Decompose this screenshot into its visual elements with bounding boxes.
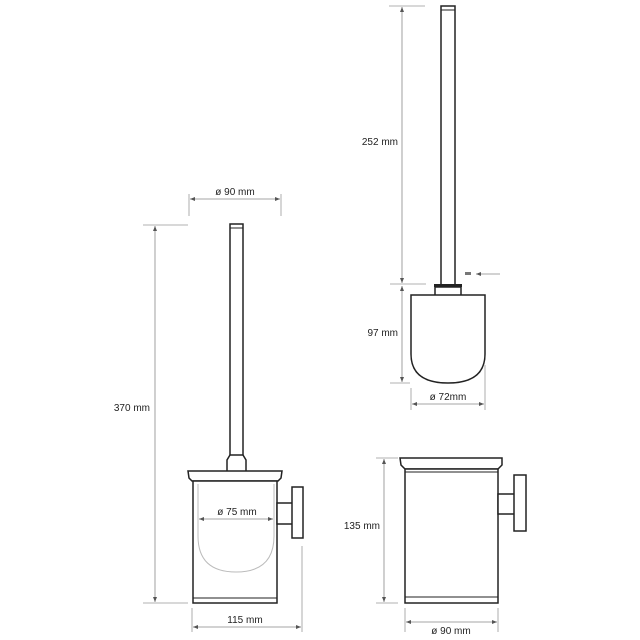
wall-bracket bbox=[513, 474, 527, 532]
label-handle-length: 252 mm bbox=[362, 137, 398, 148]
brush-view: 252 mm 97 mm ø 72mm bbox=[362, 5, 500, 410]
label-head-height: 97 mm bbox=[367, 328, 398, 339]
label-inner-diameter: ø 75 mm bbox=[217, 507, 256, 518]
container bbox=[404, 468, 499, 604]
brush-handle bbox=[440, 5, 456, 287]
brush-head bbox=[410, 294, 486, 384]
label-depth: 115 mm bbox=[227, 615, 262, 626]
assembled-view: ø 90 mm 370 mm ø 75 mm 115 mm bbox=[114, 187, 304, 632]
container bbox=[192, 480, 278, 604]
lid bbox=[399, 457, 503, 470]
brush-marker bbox=[465, 272, 471, 275]
label-total-height: 370 mm bbox=[114, 403, 150, 414]
label-container-diameter: ø 90 mm bbox=[431, 626, 470, 637]
label-top-diameter: ø 90 mm bbox=[215, 187, 254, 198]
container-view: 135 mm ø 90 mm bbox=[344, 457, 527, 637]
lid bbox=[187, 470, 283, 482]
label-container-height: 135 mm bbox=[344, 521, 380, 532]
wall-bracket bbox=[291, 486, 304, 539]
label-head-diameter: ø 72mm bbox=[430, 392, 467, 403]
brush-handle bbox=[229, 223, 244, 457]
